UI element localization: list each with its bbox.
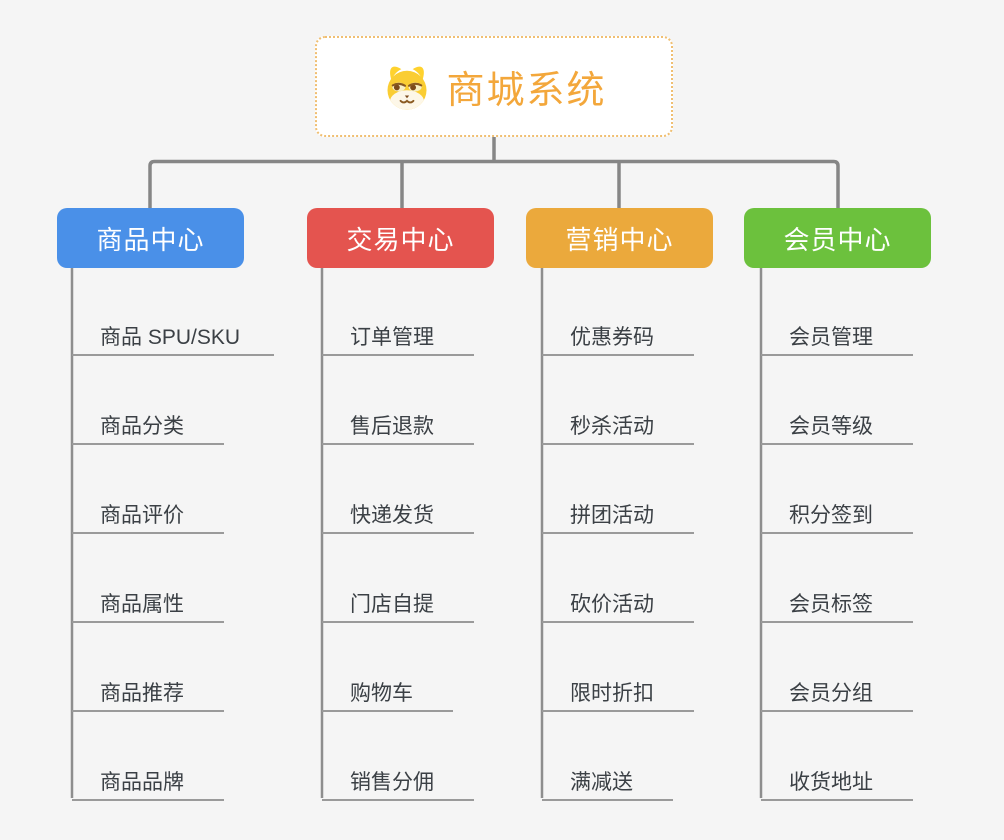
leaf-node[interactable]: 销售分佣 bbox=[322, 759, 474, 801]
branch-node-2[interactable]: 交易中心 bbox=[307, 208, 494, 268]
leaf-node[interactable]: 砍价活动 bbox=[542, 581, 694, 623]
leaf-node[interactable]: 商品品牌 bbox=[72, 759, 224, 801]
leaf-node[interactable]: 商品推荐 bbox=[72, 670, 224, 712]
root-node[interactable]: 商城系统 bbox=[315, 36, 673, 137]
branch-node-1[interactable]: 商品中心 bbox=[57, 208, 244, 268]
leaf-node[interactable]: 门店自提 bbox=[322, 581, 474, 623]
leaf-node[interactable]: 收货地址 bbox=[761, 759, 913, 801]
leaf-node[interactable]: 满减送 bbox=[542, 759, 673, 801]
leaf-node[interactable]: 商品 SPU/SKU bbox=[72, 314, 274, 356]
leaf-node[interactable]: 会员管理 bbox=[761, 314, 913, 356]
leaf-node[interactable]: 商品分类 bbox=[72, 403, 224, 445]
leaf-node[interactable]: 商品评价 bbox=[72, 492, 224, 534]
leaf-node[interactable]: 会员分组 bbox=[761, 670, 913, 712]
leaf-node[interactable]: 优惠券码 bbox=[542, 314, 694, 356]
leaf-node[interactable]: 售后退款 bbox=[322, 403, 474, 445]
branch-node-4[interactable]: 会员中心 bbox=[744, 208, 931, 268]
leaf-node[interactable]: 会员等级 bbox=[761, 403, 913, 445]
leaf-node[interactable]: 购物车 bbox=[322, 670, 453, 712]
leaf-node[interactable]: 商品属性 bbox=[72, 581, 224, 623]
leaf-node[interactable]: 会员标签 bbox=[761, 581, 913, 623]
dog-face-icon bbox=[387, 66, 427, 110]
branch-node-3[interactable]: 营销中心 bbox=[526, 208, 713, 268]
leaf-node[interactable]: 快递发货 bbox=[322, 492, 474, 534]
leaf-node[interactable]: 限时折扣 bbox=[542, 670, 694, 712]
leaf-node[interactable]: 订单管理 bbox=[322, 314, 474, 356]
root-node-label: 商城系统 bbox=[446, 70, 607, 112]
leaf-node[interactable]: 积分签到 bbox=[761, 492, 913, 534]
leaf-node[interactable]: 拼团活动 bbox=[542, 492, 694, 534]
connector-bus bbox=[148, 159, 840, 210]
leaf-node[interactable]: 秒杀活动 bbox=[542, 403, 694, 445]
